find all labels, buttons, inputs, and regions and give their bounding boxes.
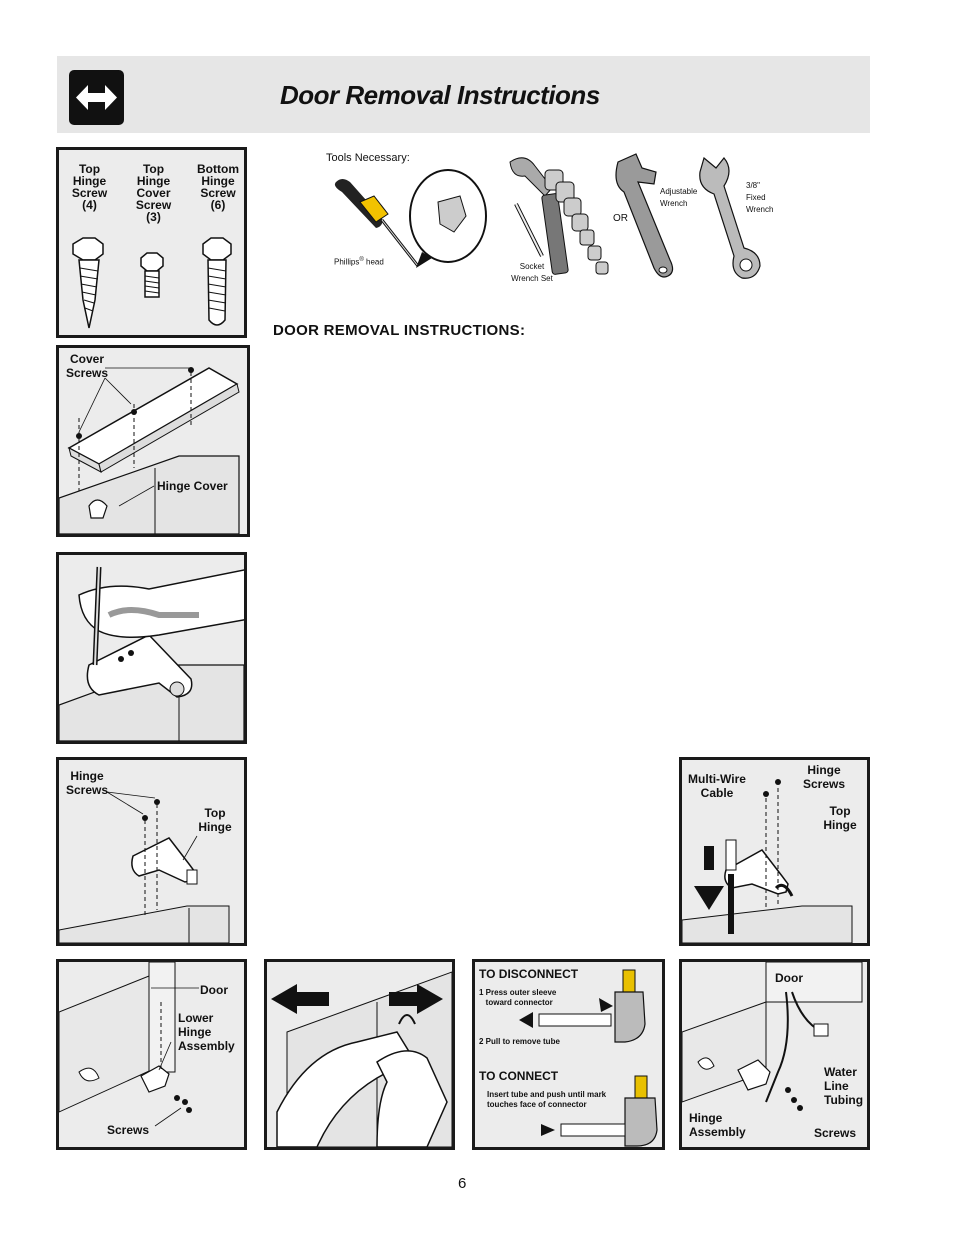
connector-panel: TO DISCONNECT 1 Press outer sleeve towar… bbox=[472, 959, 665, 1150]
tools-illustration: Tools Necessary: bbox=[320, 148, 790, 288]
water-line-tubing-label: Water Line Tubing bbox=[824, 1065, 864, 1107]
page-number: 6 bbox=[458, 1175, 467, 1192]
fixed-wrench-icon bbox=[699, 156, 761, 279]
lower-hinge-assembly-label: Lower Hinge Assembly bbox=[178, 1011, 235, 1053]
top-hinge-label-right: Top Hinge bbox=[823, 804, 857, 832]
socket-wrench-label: Socket Wrench Set bbox=[511, 262, 553, 283]
bottom-hinge-screw-label: Bottom Hinge Screw (6) bbox=[197, 162, 239, 212]
screwdriver-icon bbox=[334, 179, 420, 267]
door-label-right: Door bbox=[775, 971, 803, 985]
screw-icon bbox=[72, 237, 232, 329]
tools-title: Tools Necessary: bbox=[326, 152, 410, 164]
hinge-screws-label-right: Hinge Screws bbox=[802, 763, 846, 791]
door-label: Door bbox=[200, 983, 228, 997]
phillips-label: Phillips® head bbox=[334, 257, 384, 267]
disconnect-step-1: 1 Press outer sleeve toward connector bbox=[479, 988, 557, 1007]
page-title: Door Removal Instructions bbox=[280, 80, 600, 110]
screws-label: Screws bbox=[107, 1123, 150, 1137]
mark-hinge-panel bbox=[56, 552, 247, 744]
top-hinge-panel: Hinge Screws Top Hinge bbox=[56, 757, 247, 946]
top-hinge-cover-screw-label: Top Hinge Cover Screw (3) bbox=[135, 162, 172, 224]
fixed-wrench-label: 3/8" Fixed Wrench bbox=[746, 181, 774, 214]
header-bar bbox=[57, 56, 870, 133]
multi-wire-cable-label: Multi-Wire Cable bbox=[688, 772, 746, 800]
top-hinge-label: Top Hinge bbox=[198, 806, 232, 834]
socket-wrench-icon bbox=[509, 157, 609, 275]
connect-title: TO CONNECT bbox=[479, 1069, 559, 1083]
disconnect-title: TO DISCONNECT bbox=[479, 967, 579, 981]
cover-screws-label: Cover Screws bbox=[65, 352, 109, 380]
double-arrow-icon bbox=[69, 70, 124, 125]
screws-label-right: Screws bbox=[814, 1126, 857, 1140]
remove-wire-panel bbox=[264, 959, 455, 1150]
disconnect-step-2: 2 Pull to remove tube bbox=[479, 1037, 560, 1046]
connect-instructions: Insert tube and push until mark touches … bbox=[487, 1090, 607, 1109]
or-label: OR bbox=[613, 213, 628, 224]
screws-panel: Top Hinge Screw (4) Top Hinge Cover Scre… bbox=[56, 147, 247, 338]
hinge-cover-panel: Cover Screws Hinge Cover bbox=[56, 345, 250, 537]
adjustable-wrench-icon bbox=[615, 153, 674, 278]
top-hinge-screw-label: Top Hinge Screw (4) bbox=[71, 162, 108, 212]
section-heading: DOOR REMOVAL INSTRUCTIONS: bbox=[273, 322, 526, 339]
hinge-screws-label: Hinge Screws bbox=[65, 769, 109, 797]
water-line-panel: Door Water Line Tubing Hinge Assembly Sc… bbox=[679, 959, 870, 1150]
hinge-cover-label: Hinge Cover bbox=[157, 479, 228, 493]
multi-wire-panel: Multi-Wire Cable Hinge Screws Top Hinge bbox=[679, 757, 870, 946]
adjustable-wrench-label: Adjustable Wrench bbox=[660, 187, 698, 208]
hinge-assembly-label: Hinge Assembly bbox=[689, 1111, 746, 1139]
lower-hinge-panel: Door Lower Hinge Assembly Screws bbox=[56, 959, 247, 1150]
